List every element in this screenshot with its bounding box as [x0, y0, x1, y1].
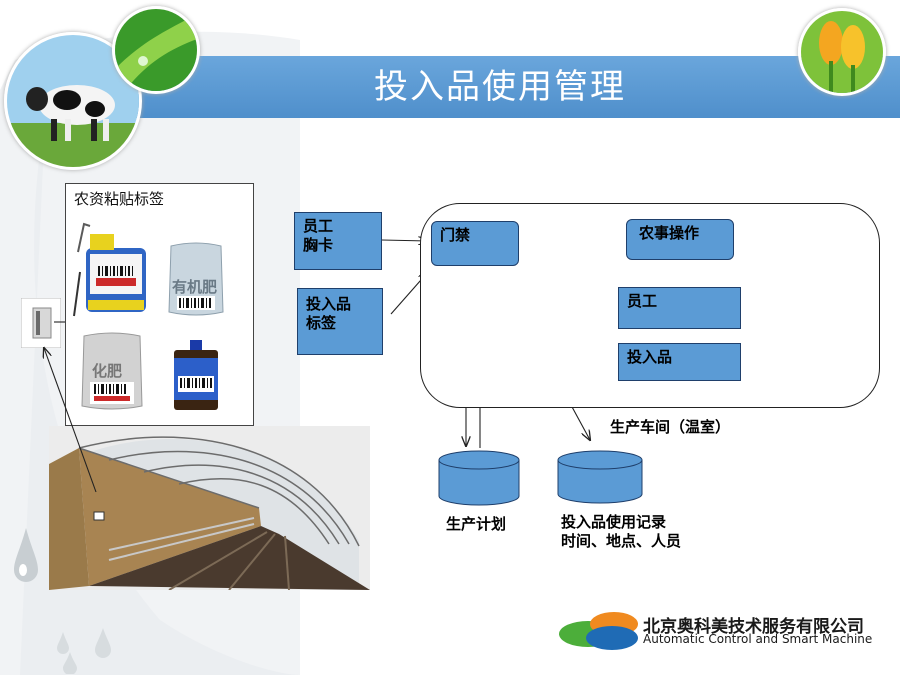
usage-records-label: 投入品使用记录: [561, 513, 667, 531]
leaf-photo: [112, 6, 200, 94]
company-name-en: Automatic Control and Smart Machine: [643, 632, 873, 646]
company-name-cn: 北京奥科美技术服务有限公司: [643, 617, 864, 637]
greenhouse-image: [49, 426, 370, 590]
input-box: 投入品: [618, 343, 741, 381]
usage-records-database-icon: [557, 450, 643, 504]
label-panel: 农资粘贴标签 有机肥 化肥: [65, 183, 254, 426]
panel-title: 农资粘贴标签: [74, 190, 165, 208]
usage-records-sublabel: 时间、地点、人员: [561, 532, 682, 550]
organic-fertilizer-bag-image: [168, 242, 224, 316]
organic-fertilizer-text: 有机肥: [172, 278, 218, 296]
sprayer-image: [73, 222, 146, 317]
production-plan-database-icon: [438, 450, 520, 506]
chemical-fertilizer-text: 化肥: [92, 362, 123, 380]
water-drop-icon: [57, 632, 69, 654]
input-label-box: 投入品 标签: [297, 288, 383, 355]
farm-operation-box: 农事操作: [626, 219, 734, 260]
employee-badge-box: 员工 胸卡: [294, 212, 382, 270]
pesticide-bottle-image: [174, 340, 218, 410]
company-logo-icon: [559, 612, 638, 650]
tulip-photo: [798, 8, 886, 96]
chemical-fertilizer-bag-image: [81, 332, 143, 410]
rfid-reader-icon: [21, 298, 61, 348]
water-drop-icon: [14, 528, 38, 582]
workshop-label: 生产车间（温室）: [610, 418, 731, 436]
page-title: 投入品使用管理: [374, 67, 626, 107]
water-drop-icon: [63, 652, 77, 674]
gate-box: 门禁: [431, 221, 519, 266]
cow-photo: [4, 32, 142, 170]
water-drop-icon: [95, 628, 111, 658]
production-plan-label: 生产计划: [446, 515, 507, 533]
title-bar: [120, 56, 900, 118]
staff-box: 员工: [618, 287, 741, 329]
